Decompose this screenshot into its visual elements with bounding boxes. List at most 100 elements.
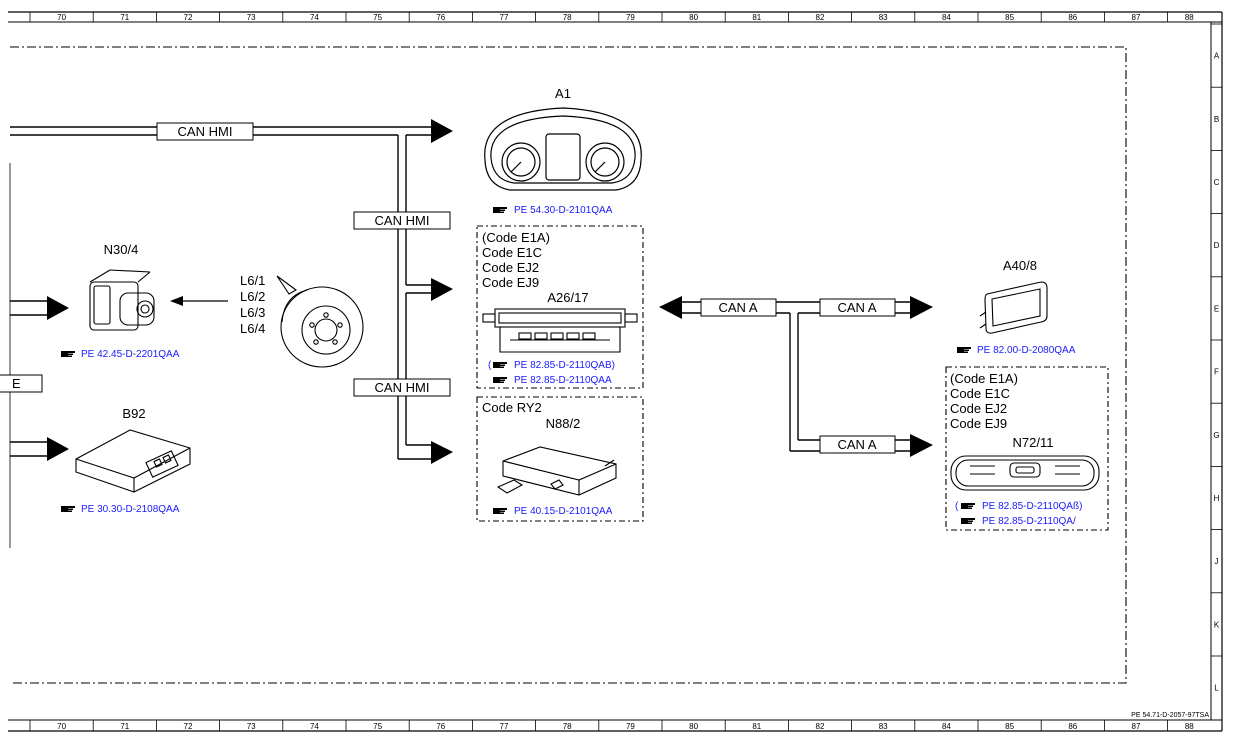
ruler-col-label: 74: [310, 722, 319, 731]
n88-2-code: Code RY2: [482, 400, 542, 415]
ruler-col-label: 80: [689, 722, 698, 731]
ruler-row-label: J: [1215, 557, 1219, 566]
a26-17-code-1: Code E1C: [482, 245, 542, 260]
ruler-row-label: K: [1214, 620, 1220, 629]
a26-17-code-0: (Code E1A): [482, 230, 550, 245]
can-hmi-label-top: CAN HMI: [156, 122, 254, 141]
ruler-col-label: 81: [752, 722, 761, 731]
can-a-arrows: [659, 296, 933, 457]
ruler-col-label: 88: [1185, 13, 1194, 22]
instrument-cluster-icon: [484, 107, 642, 191]
ruler-row-label: L: [1214, 684, 1219, 693]
can-hmi-label-mid: CAN HMI: [353, 211, 451, 230]
n72-11-ref-1: PE 82.85-D-2110QAß): [982, 501, 1082, 512]
ruler-col-label: 74: [310, 13, 319, 22]
n88-2-ref-text: PE 40.15-D-2101QAA: [514, 506, 613, 517]
n72-11-ref-2: PE 82.85-D-2110QA/: [982, 516, 1076, 527]
ruler-row-label: D: [1214, 241, 1220, 250]
a40-8-component: A40/8 PE 82.00-D-2080QAA: [957, 258, 1076, 356]
a26-17-ref-paren: (: [488, 360, 492, 371]
radio-unit-icon: [482, 308, 638, 353]
a26-17-code-frame: [476, 225, 644, 389]
left-bus-lines: [10, 300, 48, 457]
n30-4-component: N30/4 PE 42.45-D-2201QAA: [61, 242, 228, 360]
n30-4-ref: PE 42.45-D-2201QAA: [61, 349, 180, 360]
can-a-label-right: CAN A: [819, 298, 896, 317]
ruler-col-label: 72: [184, 722, 193, 731]
can-hmi-label-low: CAN HMI: [353, 378, 451, 397]
l6-2-label: L6/2: [240, 289, 265, 304]
l6-4-label: L6/4: [240, 321, 265, 336]
ruler-col-label: 79: [626, 722, 635, 731]
ruler-col-label: 73: [247, 13, 256, 22]
b92-ref-text: PE 30.30-D-2108QAA: [81, 504, 180, 515]
a40-8-ref-text: PE 82.00-D-2080QAA: [977, 345, 1076, 356]
ruler-row-label: C: [1214, 178, 1220, 187]
can-a-label-right-text: CAN A: [837, 300, 876, 315]
ruler-row-label: G: [1213, 431, 1219, 440]
can-a-bus-lines: [681, 301, 911, 452]
ruler-col-label: 81: [752, 13, 761, 22]
ruler-col-label: 87: [1132, 13, 1141, 22]
a26-17-ref-2: PE 82.85-D-2110QAA: [514, 375, 612, 386]
n72-11-code-0: (Code E1A): [950, 371, 1018, 386]
ruler-row-label: B: [1214, 115, 1219, 124]
a1-label: A1: [555, 86, 571, 101]
ruler-col-label: 77: [500, 13, 509, 22]
l6-to-n30-arrow-head: [170, 296, 183, 306]
n72-11-code-frame: [945, 366, 1109, 531]
can-hmi-label-low-text: CAN HMI: [375, 380, 430, 395]
ruler-col-label: 78: [563, 13, 572, 22]
dashdot-frame: [10, 46, 1127, 684]
left-bus-arrows: [47, 296, 69, 461]
a1-instrument-cluster: A1 PE 54.30-D-2101QAA: [484, 86, 642, 216]
ruler-col-label: 78: [563, 722, 572, 731]
a26-17-label: A26/17: [547, 290, 588, 305]
ruler-col-label: 83: [879, 722, 888, 731]
ruler-col-label: 71: [120, 722, 129, 731]
partial-bus-label-text: E: [12, 376, 21, 391]
a26-17-ref-1: PE 82.85-D-2110QAB): [514, 360, 615, 371]
ruler-col-label: 86: [1068, 722, 1077, 731]
ruler-col-label: 85: [1005, 13, 1014, 22]
ruler-col-label: 73: [247, 722, 256, 731]
ruler-row-label: H: [1214, 494, 1220, 503]
n30-4-ref-text: PE 42.45-D-2201QAA: [81, 349, 180, 360]
n72-11-component: (Code E1A) Code E1C Code EJ2 Code EJ9 N7…: [945, 366, 1109, 531]
b92-label: B92: [122, 406, 145, 421]
control-unit-icon: [75, 429, 191, 493]
n30-4-label: N30/4: [104, 242, 139, 257]
can-a-label-left-text: CAN A: [718, 300, 757, 315]
n72-11-code-2: Code EJ2: [950, 401, 1007, 416]
partial-bus-label: E: [0, 374, 43, 393]
a40-8-ref: PE 82.00-D-2080QAA: [957, 345, 1076, 356]
ruler-row-label: F: [1214, 368, 1219, 377]
n72-11-code-1: Code E1C: [950, 386, 1010, 401]
can-a-label-lower: CAN A: [819, 435, 896, 454]
ruler-col-label: 76: [436, 13, 445, 22]
ruler-col-label: 83: [879, 13, 888, 22]
ruler-col-label: 76: [436, 722, 445, 731]
n88-2-label: N88/2: [546, 416, 581, 431]
l6-1-label: L6/1: [240, 273, 265, 288]
ruler-col-label: 70: [57, 722, 66, 731]
can-hmi-bus-lines: [10, 126, 432, 460]
n88-2-ref: PE 40.15-D-2101QAA: [493, 506, 613, 517]
a1-ref: PE 54.30-D-2101QAA: [493, 205, 613, 216]
b92-component: B92 PE 30.30-D-2108QAA: [61, 406, 191, 515]
can-a-label-lower-text: CAN A: [837, 437, 876, 452]
n88-2-component: Code RY2 N88/2 PE 40.15-D-2101QAA: [476, 396, 644, 522]
a1-ref-text: PE 54.30-D-2101QAA: [514, 205, 613, 216]
l6-3-label: L6/3: [240, 305, 265, 320]
ruler-col-label: 71: [120, 13, 129, 22]
brake-disc-icon: [276, 275, 364, 368]
a26-17-code-3: Code EJ9: [482, 275, 539, 290]
ruler-col-label: 77: [500, 722, 509, 731]
a26-17-component: (Code E1A) Code E1C Code EJ2 Code EJ9 A2…: [476, 225, 644, 389]
ruler-col-label: 80: [689, 13, 698, 22]
